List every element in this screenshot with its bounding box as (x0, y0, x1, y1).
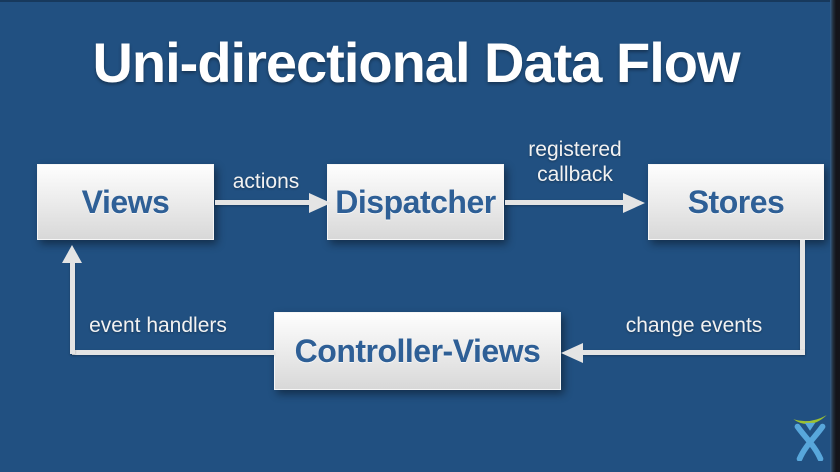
arrowhead-left-icon (561, 343, 583, 363)
edge-dispatcher-to-stores-line (505, 200, 625, 205)
node-controller-views-label: Controller-Views (294, 332, 541, 369)
node-dispatcher: Dispatcher (327, 164, 504, 240)
edge-stores-to-controller-line (578, 350, 805, 355)
node-views-label: Views (81, 183, 170, 220)
frame-right-edge (830, 0, 840, 472)
node-stores: Stores (648, 164, 824, 240)
arrowhead-right-icon (623, 193, 645, 213)
edge-views-to-dispatcher-line (215, 200, 311, 205)
frame-top-edge (0, 0, 840, 2)
edge-label-event-handlers: event handlers (89, 314, 227, 337)
edge-label-registered-callback: registered callback (528, 138, 622, 186)
node-controller-views: Controller-Views (274, 312, 561, 390)
arrowhead-up-icon (62, 245, 82, 263)
atlassian-logo-icon (793, 415, 827, 461)
node-views: Views (37, 164, 214, 240)
node-stores-label: Stores (687, 183, 785, 220)
edge-controller-to-left-line (72, 350, 274, 355)
edge-stores-down-line (800, 240, 805, 354)
edge-controller-up-line (70, 258, 75, 354)
node-dispatcher-label: Dispatcher (335, 183, 496, 220)
edge-label-actions: actions (232, 170, 300, 193)
page-title: Uni-directional Data Flow (92, 31, 740, 94)
edge-label-change-events: change events (625, 314, 763, 337)
arrowhead-right-icon (309, 193, 331, 213)
